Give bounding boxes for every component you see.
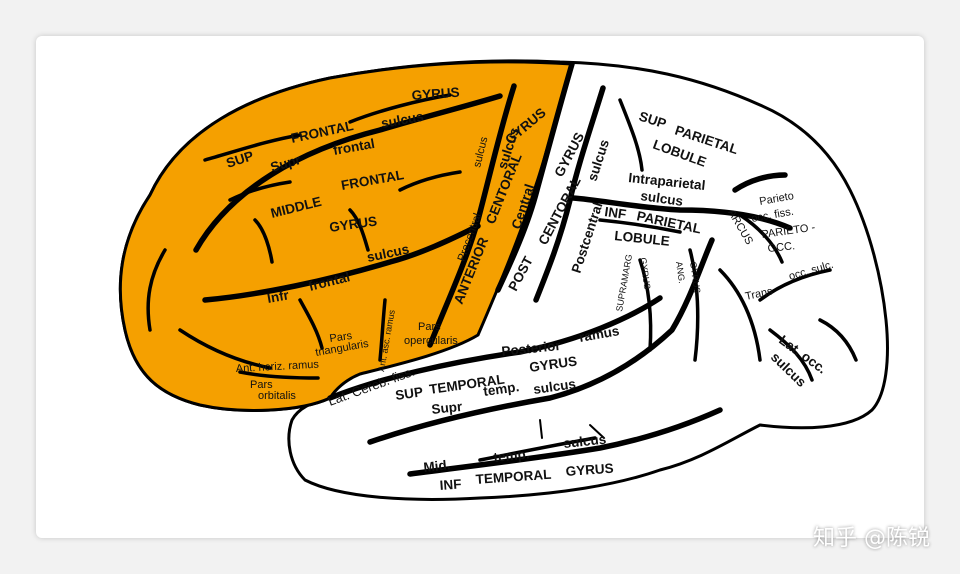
label-gyrus-small-2: GYRUS (688, 261, 702, 294)
lateral-fissure (327, 295, 663, 401)
label-ant-horiz-ramus: Ant. horiz. ramus (236, 359, 320, 375)
superior-temporal-sulcus (367, 237, 715, 445)
intraparietal-sulcus (570, 195, 793, 231)
label-inf-1: INF (604, 204, 628, 222)
label-inf-2: INF (439, 477, 462, 493)
label-pars-1: Pars (329, 330, 354, 345)
sulci (193, 61, 832, 477)
label-occ: OCC. (767, 240, 796, 255)
label-parieto-1: Parieto (758, 190, 794, 208)
watermark-text: 知乎 @陈锐 (813, 526, 930, 551)
label-sulcus-8: sulcus (532, 376, 576, 397)
label-sulcus-1: sulcus (380, 109, 425, 131)
label-ang: ANG. (674, 261, 687, 284)
label-lobule-2: LOBULE (614, 228, 671, 249)
label-trans: Trans (744, 285, 774, 303)
label-opercularis: opercularis (404, 335, 458, 347)
label-sulcus-6: sulcus (640, 188, 684, 209)
central-sulcus (495, 61, 575, 293)
label-gyrus-5: GYRUS (528, 353, 578, 375)
minor-sulci (146, 93, 858, 462)
postcentral-sulcus (533, 85, 606, 303)
label-temporal-2: TEMPORAL (475, 467, 552, 487)
label-gyrus-2: GYRUS (328, 213, 378, 235)
superior-frontal-sulcus (193, 93, 503, 253)
label-temp-2: temp. (493, 446, 530, 465)
label-pars-3: Pars (250, 379, 273, 391)
label-infr: Infr (266, 287, 291, 306)
label-sup-3: SUP (394, 384, 424, 403)
label-pars-2: Pars (418, 321, 441, 333)
label-temp-1: temp. (482, 379, 520, 399)
label-posterior: Posterior (501, 338, 562, 359)
parieto-occipital-fissure (732, 172, 788, 193)
precentral-sulcus (427, 83, 517, 348)
transverse-occipital-sulcus (758, 268, 832, 302)
label-gyrus-1: GYRUS (411, 85, 460, 103)
label-gyrus-6: GYRUS (565, 461, 614, 479)
label-supr-2: Supr (431, 399, 464, 417)
label-mid: Mid. (423, 457, 451, 475)
middle-temporal-sulcus (407, 407, 723, 477)
label-gyrus-small-1: GYRUS (638, 257, 652, 290)
label-frontal-2: frontal (332, 136, 376, 158)
label-sulcus-9: sulcus (563, 432, 607, 451)
label-orbitalis: orbitalis (258, 390, 296, 402)
frontal-lobe-region (118, 60, 575, 412)
label-ramus: ramus (578, 323, 621, 345)
inferior-frontal-sulcus (202, 223, 481, 303)
